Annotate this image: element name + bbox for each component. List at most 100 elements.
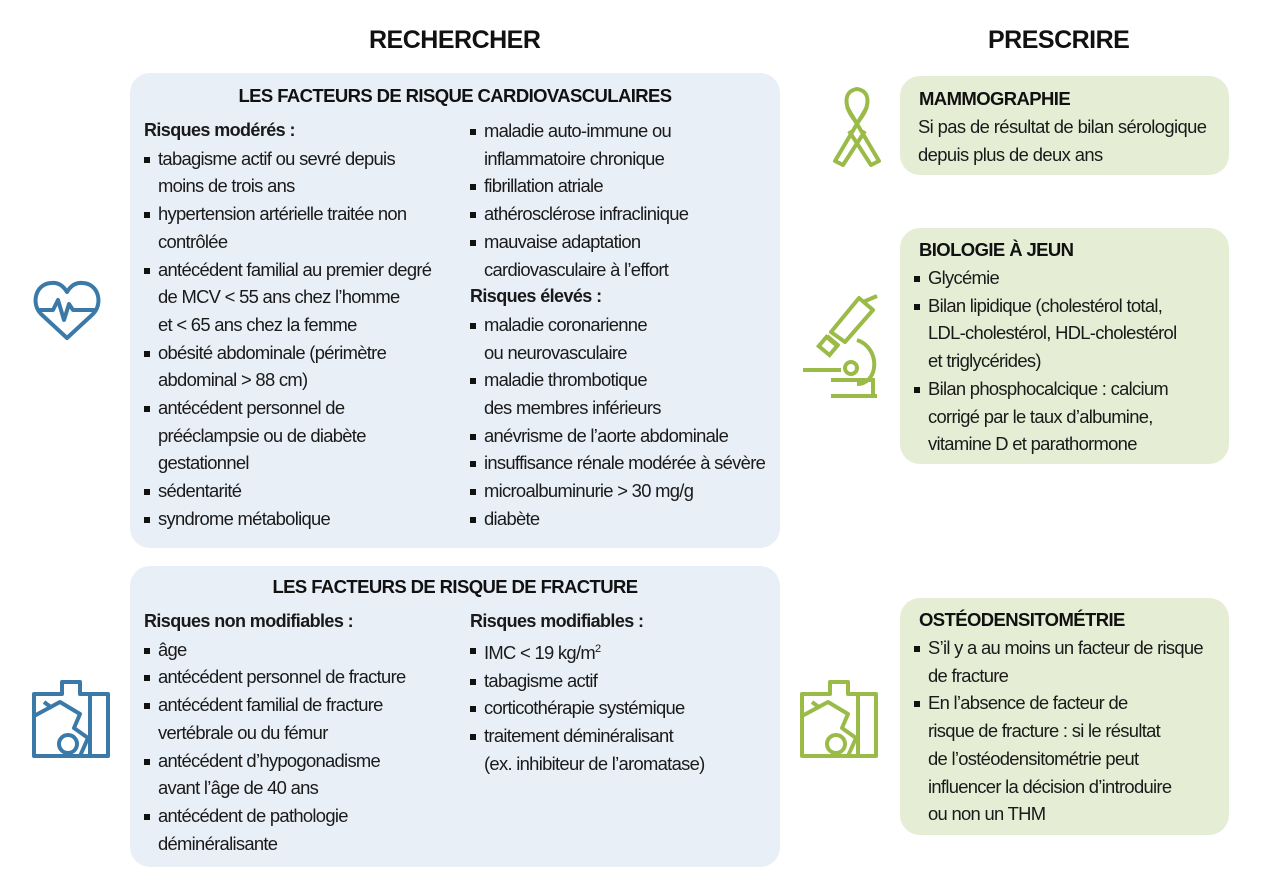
list-item-line: Bilan lipidique (cholestérol total, bbox=[928, 294, 1163, 316]
list-item: maladie coronarienne ou neurovasculaire bbox=[470, 311, 780, 366]
list-item-line: tabagisme actif bbox=[484, 669, 598, 691]
list-item: traitement déminéralisant (ex. inhibiteur… bbox=[470, 722, 780, 777]
cardio-risk-box: LES FACTEURS DE RISQUE CARDIOVASCULAIRES… bbox=[130, 73, 780, 548]
list-item-line: risque de fracture : si le résultat bbox=[928, 720, 1161, 742]
list-item-line: Bilan phosphocalcique : calcium bbox=[928, 377, 1169, 399]
mammo-box: MAMMOGRAPHIE Si pas de résultat de bilan… bbox=[900, 76, 1229, 175]
fracture-title: LES FACTEURS DE RISQUE DE FRACTURE bbox=[272, 576, 638, 597]
mod-list-rest: tabagisme actif corticothérapie systémiqu… bbox=[470, 667, 780, 778]
list-item: âge bbox=[144, 636, 454, 664]
list-item-line: de MCV < 55 ans chez l’homme bbox=[158, 286, 400, 308]
mammo-text: Si pas de résultat de bilan sérologique … bbox=[918, 113, 1228, 168]
list-item: syndrome métabolique bbox=[144, 505, 454, 533]
list-item-line: maladie thrombotique bbox=[484, 369, 648, 391]
list-item-line: déminéralisante bbox=[158, 832, 278, 854]
list-item: maladie thrombotique des membres inférieu… bbox=[470, 366, 780, 421]
list-item-line: (ex. inhibiteur de l’aromatase) bbox=[484, 752, 705, 774]
list-item-line: insuffisance rénale modérée à sévère bbox=[484, 452, 766, 474]
list-item: corticothérapie systémique bbox=[470, 694, 780, 722]
list-item-line: LDL-cholestérol, HDL-cholestérol bbox=[928, 322, 1177, 344]
nonmod-label: Risques non modifiables : bbox=[144, 611, 354, 631]
list-item-line: S’il y a au moins un facteur de risque bbox=[928, 637, 1204, 658]
list-item: athérosclérose infraclinique bbox=[470, 200, 780, 228]
high-label: Risques élevés : bbox=[470, 286, 602, 307]
biologie-title: BIOLOGIE À JEUN bbox=[919, 239, 1074, 260]
moderate-list: tabagisme actif ou sevré depuis moins de … bbox=[144, 145, 454, 533]
list-item: En l’absence de facteur de risque de frac… bbox=[914, 689, 1226, 828]
list-item: sédentarité bbox=[144, 477, 454, 505]
list-item-line: antécédent familial au premier degré bbox=[158, 258, 432, 280]
osteo-col: S’il y a au moins un facteur de risque de… bbox=[914, 634, 1226, 828]
list-item-line: moins de trois ans bbox=[158, 175, 295, 197]
list-item-line: En l’absence de facteur de bbox=[928, 692, 1128, 714]
list-item-line: diabète bbox=[484, 507, 540, 529]
list-item-line: sédentarité bbox=[158, 480, 242, 502]
osteo-list: S’il y a au moins un facteur de risque de… bbox=[914, 634, 1226, 828]
moderate-cont-list: maladie auto-immune ou inflammatoire chro… bbox=[470, 117, 780, 283]
prescrire-heading: PRESCRIRE bbox=[988, 26, 1130, 54]
list-item: maladie auto-immune ou inflammatoire chro… bbox=[470, 117, 780, 172]
osteo-box: OSTÉODENSITOMÉTRIE S’il y a au moins un … bbox=[900, 598, 1229, 835]
list-item-line: ou neurovasculaire bbox=[484, 341, 627, 363]
list-item-line: fibrillation atriale bbox=[484, 175, 604, 197]
list-item-line: Glycémie bbox=[928, 267, 1000, 288]
mod-list: IMC < 19 kg/m2 bbox=[470, 636, 780, 667]
list-item-line: obésité abdominale (périmètre bbox=[158, 341, 387, 363]
microscope-icon bbox=[803, 294, 878, 398]
list-item-line: athérosclérose infraclinique bbox=[484, 203, 689, 225]
list-item-line: maladie auto-immune ou bbox=[484, 120, 672, 141]
list-item: microalbuminurie > 30 mg/g bbox=[470, 477, 780, 505]
list-item-line: antécédent familial de fracture bbox=[158, 694, 383, 716]
list-item: mauvaise adaptation cardiovasculaire à l’… bbox=[470, 228, 780, 283]
list-item-line: traitement déminéralisant bbox=[484, 724, 674, 746]
list-item-line: cardiovasculaire à l’effort bbox=[484, 258, 669, 280]
cardio-moderate-col: Risques modérés : tabagisme actif ou sev… bbox=[144, 117, 454, 533]
list-item: antécédent familial au premier degré de M… bbox=[144, 256, 454, 339]
list-item-line: ou non un THM bbox=[928, 803, 1046, 825]
list-item-line: mauvaise adaptation bbox=[484, 230, 641, 252]
list-item-line: contrôlée bbox=[158, 230, 228, 252]
list-item-line: vertébrale ou du fémur bbox=[158, 721, 328, 743]
list-item: fibrillation atriale bbox=[470, 172, 780, 200]
list-item: antécédent de pathologie déminéralisante bbox=[144, 802, 454, 857]
list-item: S’il y a au moins un facteur de risque de… bbox=[914, 634, 1226, 689]
imc-superscript: 2 bbox=[595, 642, 601, 655]
list-item: Glycémie bbox=[914, 264, 1226, 292]
osteo-title: OSTÉODENSITOMÉTRIE bbox=[919, 609, 1125, 630]
list-item-line: maladie coronarienne bbox=[484, 313, 648, 335]
cardio-right-col: maladie auto-immune ou inflammatoire chro… bbox=[470, 117, 780, 533]
heart-pulse-icon bbox=[33, 280, 101, 340]
list-item-line: antécédent de pathologie bbox=[158, 804, 348, 826]
list-item-line: avant l’âge de 40 ans bbox=[158, 777, 319, 799]
list-item-line: de fracture bbox=[928, 664, 1009, 686]
list-item-line: et triglycérides) bbox=[928, 350, 1041, 372]
cardio-title: LES FACTEURS DE RISQUE CARDIOVASCULAIRES bbox=[238, 85, 672, 106]
list-item-line: de l’ostéodensitométrie peut bbox=[928, 747, 1139, 769]
fracture-risk-box: LES FACTEURS DE RISQUE DE FRACTURE Risqu… bbox=[130, 566, 780, 867]
list-item-line: antécédent personnel de fracture bbox=[158, 666, 406, 688]
list-item-line: inflammatoire chronique bbox=[484, 147, 665, 169]
mammo-title: MAMMOGRAPHIE bbox=[919, 88, 1071, 109]
list-item-line: gestationnel bbox=[158, 452, 249, 474]
list-item: tabagisme actif ou sevré depuis moins de … bbox=[144, 145, 454, 200]
list-item: antécédent personnel de fracture bbox=[144, 663, 454, 691]
list-item-line: microalbuminurie > 30 mg/g bbox=[484, 480, 694, 502]
list-item-line: des membres inférieurs bbox=[484, 397, 661, 419]
list-item-line: prééclampsie ou de diabète bbox=[158, 424, 366, 446]
list-item-line: corticothérapie systémique bbox=[484, 697, 685, 719]
list-item-line: syndrome métabolique bbox=[158, 507, 331, 529]
list-item-line: et < 65 ans chez la femme bbox=[158, 313, 357, 335]
fracture-mod-col: Risques modifiables : IMC < 19 kg/m2 tab… bbox=[470, 608, 780, 777]
list-item-line: tabagisme actif ou sevré depuis bbox=[158, 147, 396, 169]
imc-text: IMC < 19 kg/m bbox=[484, 641, 596, 663]
list-item: diabète bbox=[470, 505, 780, 533]
